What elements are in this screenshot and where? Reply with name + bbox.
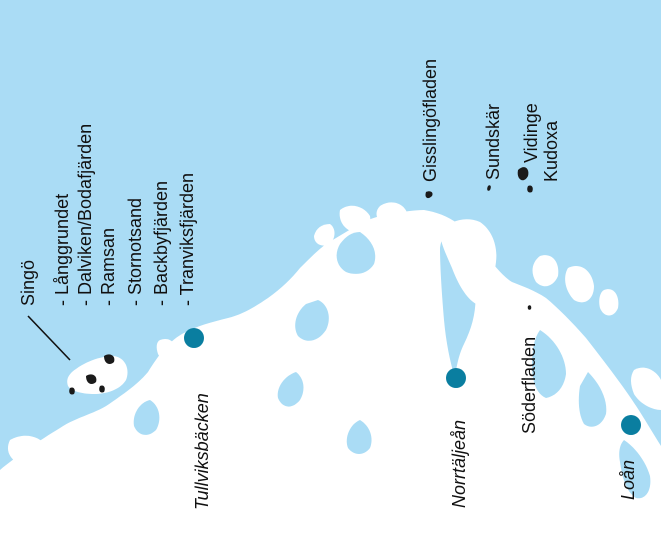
inlet [578, 372, 607, 427]
group-site-label: - Dalviken/Bodafjärden [75, 124, 95, 306]
inlet [346, 420, 372, 454]
gisslingofladen-islet [425, 191, 433, 199]
island [376, 202, 408, 228]
loan-marker [621, 415, 641, 435]
tullviksbacken-marker [184, 328, 204, 348]
island [631, 367, 661, 410]
island [55, 467, 86, 493]
mainland [0, 210, 661, 542]
inlet [295, 300, 329, 341]
soderfladen-islet [527, 305, 532, 310]
kudoxa-islet [527, 185, 533, 193]
group-site-label: - Stornotsand [125, 198, 145, 306]
island [440, 219, 497, 304]
inlet [133, 400, 160, 435]
loan-label: Loån [618, 460, 638, 500]
inlet [277, 372, 304, 407]
inlet [532, 330, 566, 398]
singo-island [86, 374, 97, 384]
singo-label: Singö [18, 260, 38, 306]
singo-island [67, 356, 128, 394]
gisslingofladen-label: Gisslingöfladen [420, 59, 440, 182]
group-site-label: - Långgrundet [52, 194, 72, 306]
vidinge-islet [517, 167, 529, 181]
kudoxa-label: Kudoxa [541, 120, 561, 182]
island [156, 338, 177, 360]
island [599, 289, 619, 316]
group-site-label: - Backbyfjärden [151, 181, 171, 306]
sundskar-islet [487, 185, 491, 191]
group-site-label: - Ramsan [98, 228, 118, 306]
island [339, 205, 371, 232]
island [565, 266, 594, 303]
island [314, 224, 335, 246]
island [95, 488, 120, 510]
inlet [619, 440, 651, 499]
norrtaljean-label: Norrtäljeån [449, 420, 469, 508]
singo-island [104, 354, 115, 364]
soderfladen-label: Söderfladen [519, 337, 539, 434]
island [532, 255, 559, 287]
singo-island [99, 385, 105, 393]
island [7, 435, 47, 466]
tullviksbacken-label: Tullviksbäcken [192, 393, 212, 510]
vidinge-label: Vidinge [521, 103, 541, 163]
inlet [336, 232, 376, 274]
singo-island [69, 387, 75, 395]
singo-leader-line [27, 315, 71, 361]
norrtaljean-marker [446, 368, 466, 388]
sundskar-label: Sundskär [483, 104, 503, 180]
group-site-label: - Tranviksfjärden [177, 173, 197, 306]
